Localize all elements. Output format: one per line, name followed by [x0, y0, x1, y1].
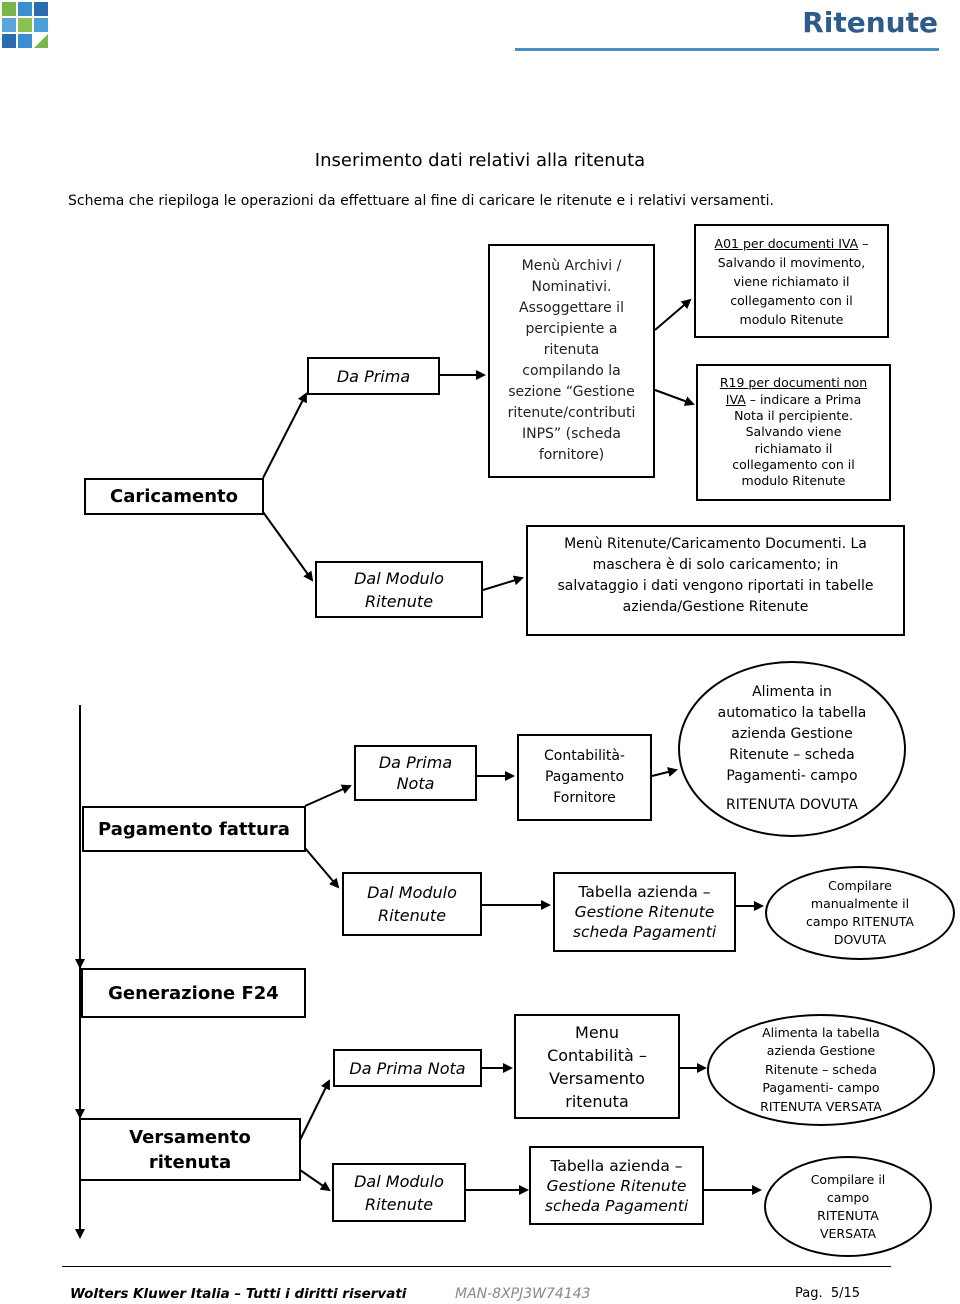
- dal-modulo-caricamento-box: Dal Modulo Ritenute: [315, 561, 483, 618]
- r19-text: R19 per documenti non IVA – indicare a P…: [720, 375, 867, 489]
- tabella-versamento-box: Tabella azienda – Gestione Ritenute sche…: [529, 1146, 704, 1225]
- da-prima-nota-pagamento-box: Da Prima Nota: [354, 745, 477, 801]
- menu-archivi-box: Menù Archivi / Nominativi. Assoggettare …: [488, 244, 655, 478]
- alimenta-dovuta-text: Alimenta in automatico la tabella aziend…: [717, 684, 867, 784]
- menu-contabilita-versamento-box: Menu Contabilità – Versamento ritenuta: [514, 1014, 680, 1119]
- alimenta-versata-text: Alimenta la tabella azienda Gestione Rit…: [760, 1024, 882, 1114]
- contabilita-pagamento-text: Contabilità- Pagamento Fornitore: [544, 748, 625, 806]
- footer-page: Pag. 5/15: [795, 1286, 861, 1301]
- a01-title: A01 per documenti IVA: [714, 235, 859, 251]
- dal-modulo-versamento-label: Dal Modulo Ritenute: [354, 1171, 444, 1214]
- menu-contabilita-versamento-text: Menu Contabilità – Versamento ritenuta: [547, 1022, 647, 1111]
- alimenta-versata-ellipse: Alimenta la tabella azienda Gestione Rit…: [707, 1014, 935, 1126]
- da-prima-label: Da Prima: [336, 366, 411, 386]
- r19-title-1: R19 per documenti non: [719, 375, 868, 391]
- caricamento-label: Caricamento: [110, 486, 238, 507]
- compilare-dovuta-ellipse: Compilare manualmente il campo RITENUTA …: [765, 866, 955, 960]
- versamento-ritenuta-label: Versamento ritenuta: [129, 1126, 251, 1173]
- footer-code: MAN-8XPJ3W74143: [455, 1286, 591, 1302]
- footer-company: Wolters Kluwer Italia – Tutti i diritti …: [70, 1286, 407, 1302]
- page-title: Ritenute: [802, 6, 938, 39]
- dal-modulo-versamento-box: Dal Modulo Ritenute: [332, 1163, 466, 1222]
- footer-rule: [62, 1266, 891, 1267]
- r19-box: R19 per documenti non IVA – indicare a P…: [696, 364, 891, 501]
- compilare-versata-ellipse: Compilare il campo RITENUTA VERSATA: [764, 1156, 932, 1257]
- da-prima-nota-versamento-label: Da Prima Nota: [349, 1058, 466, 1078]
- compilare-dovuta-text: Compilare manualmente il campo RITENUTA …: [806, 878, 914, 947]
- header-rule: [515, 48, 939, 51]
- contabilita-pagamento-box: Contabilità- Pagamento Fornitore: [517, 734, 652, 821]
- pagamento-fattura-label: Pagamento fattura: [98, 818, 290, 840]
- a01-box: A01 per documenti IVA – Salvando il movi…: [694, 224, 889, 338]
- tabella-pagamento-box: Tabella azienda – Gestione Ritenute sche…: [553, 872, 736, 952]
- versamento-ritenuta-box: Versamento ritenuta: [79, 1118, 301, 1181]
- generazione-f24-label: Generazione F24: [108, 982, 279, 1004]
- dal-modulo-pagamento-label: Dal Modulo Ritenute: [367, 883, 457, 925]
- alimenta-dovuta-ellipse: Alimenta in automatico la tabella aziend…: [678, 661, 906, 837]
- tabella-pagamento-1: Tabella azienda –: [578, 883, 711, 901]
- section-title: Inserimento dati relativi alla ritenuta: [314, 150, 646, 171]
- section-intro: Schema che riepiloga le operazioni da ef…: [68, 193, 774, 209]
- da-prima-nota-pagamento-label: Da Prima Nota: [378, 753, 453, 793]
- r19-rest-1: – indicare a Prima: [745, 391, 862, 407]
- tabella-versamento-1: Tabella azienda –: [550, 1156, 683, 1175]
- r19-rest-2: Nota il percipiente. Salvando viene rich…: [732, 408, 855, 489]
- pagamento-fattura-box: Pagamento fattura: [82, 806, 306, 852]
- menu-archivi-text: Menù Archivi / Nominativi. Assoggettare …: [507, 258, 636, 463]
- alimenta-dovuta-campo: RITENUTA DOVUTA: [726, 797, 858, 813]
- r19-title-2: IVA: [725, 391, 746, 407]
- dal-modulo-pagamento-box: Dal Modulo Ritenute: [342, 872, 482, 936]
- tabella-versamento-2: Gestione Ritenute scheda Pagamenti: [544, 1176, 689, 1215]
- da-prima-nota-versamento-box: Da Prima Nota: [333, 1049, 482, 1087]
- menu-ritenute-box: Menù Ritenute/Caricamento Documenti. La …: [526, 525, 905, 636]
- menu-ritenute-text: Menù Ritenute/Caricamento Documenti. La …: [557, 536, 874, 615]
- a01-text: A01 per documenti IVA – Salvando il movi…: [715, 234, 869, 329]
- generazione-f24-box: Generazione F24: [81, 968, 306, 1018]
- a01-rest: – Salvando il movimento, viene richiamat…: [717, 235, 869, 327]
- dal-modulo-caricamento-label: Dal Modulo Ritenute: [354, 568, 444, 611]
- caricamento-box: Caricamento: [84, 478, 264, 515]
- da-prima-box: Da Prima: [307, 357, 440, 395]
- tabella-pagamento-2: Gestione Ritenute scheda Pagamenti: [572, 903, 717, 941]
- company-logo: [2, 2, 48, 48]
- compilare-versata-text: Compilare il campo RITENUTA VERSATA: [810, 1171, 886, 1241]
